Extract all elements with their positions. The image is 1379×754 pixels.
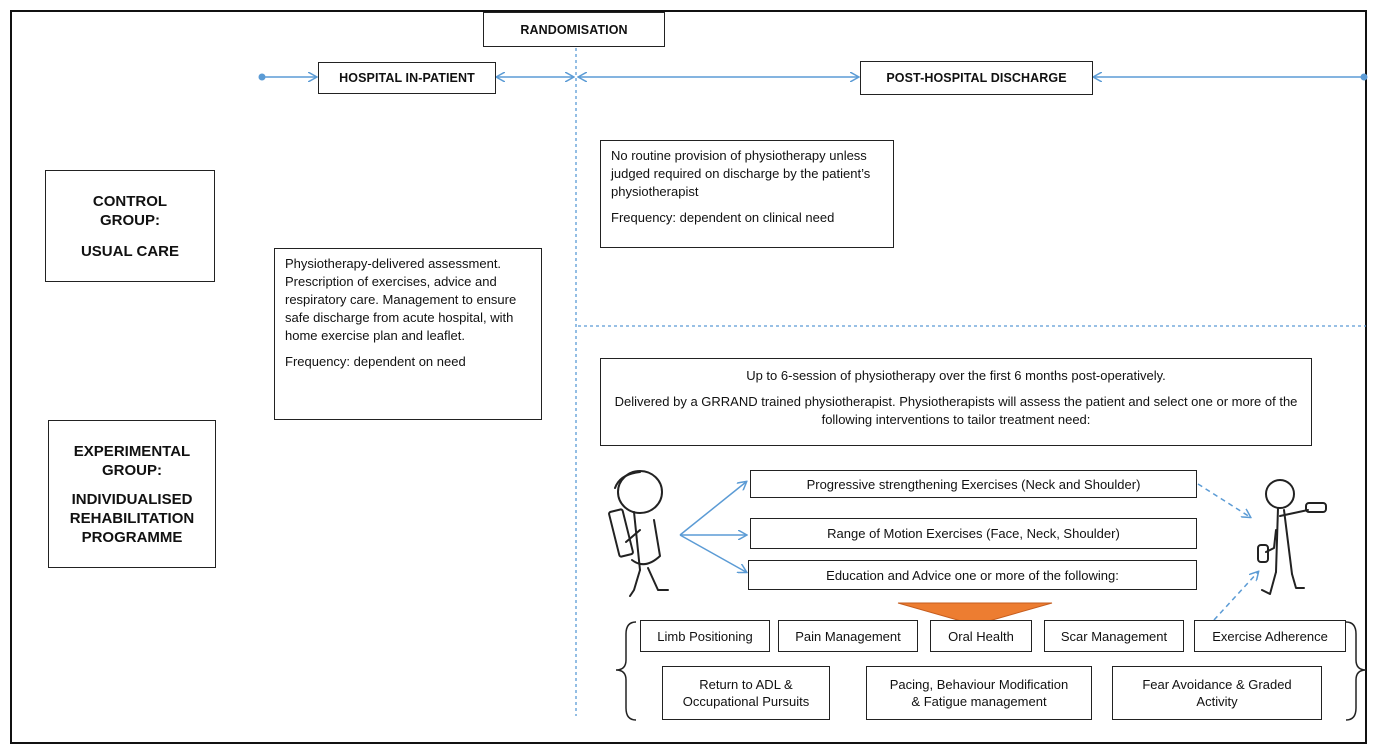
in-patient-description-box: Physiotherapy-delivered assessment. Pres… [274,248,542,420]
control-post-description: No routine provision of physiotherapy un… [611,148,871,199]
timeline-end-dot [1360,73,1368,81]
fear-avoidance-line-1: Fear Avoidance & Graded [1142,677,1292,692]
diagram-frame [10,10,1367,744]
timeline-start-dot [258,73,266,81]
limb-positioning-box: Limb Positioning [640,620,770,652]
control-group-label: CONTROL GROUP: USUAL CARE [45,170,215,282]
right-brace [1345,621,1367,721]
experimental-group-line-1: EXPERIMENTAL [73,442,191,460]
experimental-group-line-5: PROGRAMME [81,528,183,546]
strengthening-exercises-box: Progressive strengthening Exercises (Nec… [750,470,1197,498]
randomisation-header: RANDOMISATION [483,12,665,47]
return-to-adl-line-1: Return to ADL & [699,677,793,692]
control-post-discharge-box: No routine provision of physiotherapy un… [600,140,894,248]
education-advice-box: Education and Advice one or more of the … [748,560,1197,590]
experimental-group-line-2: GROUP: [102,461,162,479]
scar-management-box: Scar Management [1044,620,1184,652]
oral-health-box: Oral Health [930,620,1032,652]
return-to-adl-line-2: Occupational Pursuits [682,694,810,709]
experimental-group-label: EXPERIMENTAL GROUP: INDIVIDUALISED REHAB… [48,420,216,568]
return-to-adl-box: Return to ADL & Occupational Pursuits [662,666,830,720]
pacing-behaviour-line-1: Pacing, Behaviour Modification [889,677,1069,692]
control-group-line-3: USUAL CARE [80,242,180,260]
experimental-group-line-4: REHABILITATION [69,509,195,527]
pacing-behaviour-box: Pacing, Behaviour Modification & Fatigue… [866,666,1092,720]
experimental-post-line-2: Delivered by a GRRAND trained physiother… [614,394,1298,427]
patient-exercising-figure-icon [1257,479,1327,595]
hospital-in-patient-header: HOSPITAL IN-PATIENT [318,62,496,94]
fear-avoidance-box: Fear Avoidance & Graded Activity [1112,666,1322,720]
range-of-motion-box: Range of Motion Exercises (Face, Neck, S… [750,518,1197,549]
post-hospital-discharge-header: POST-HOSPITAL DISCHARGE [860,61,1093,95]
control-group-line-1: CONTROL [92,192,168,210]
experimental-group-line-3: INDIVIDUALISED [71,490,193,508]
left-brace [615,621,637,721]
pacing-behaviour-line-2: & Fatigue management [911,694,1047,709]
physiotherapist-figure-icon [608,470,669,597]
timeline-arrows [258,73,1368,81]
fear-avoidance-line-2: Activity [1196,694,1238,709]
pain-management-box: Pain Management [778,620,918,652]
exercise-adherence-box: Exercise Adherence [1194,620,1346,652]
outcome-arrows [1197,483,1258,621]
experimental-post-discharge-box: Up to 6-session of physiotherapy over th… [600,358,1312,446]
control-group-line-2: GROUP: [100,211,160,229]
figure-to-intervention-arrows [679,482,746,572]
control-post-frequency: Frequency: dependent on clinical need [611,210,835,225]
in-patient-description: Physiotherapy-delivered assessment. Pres… [285,256,517,343]
in-patient-frequency: Frequency: dependent on need [285,354,466,369]
experimental-post-line-1: Up to 6-session of physiotherapy over th… [746,368,1166,383]
education-funnel-arrow [897,602,1053,626]
